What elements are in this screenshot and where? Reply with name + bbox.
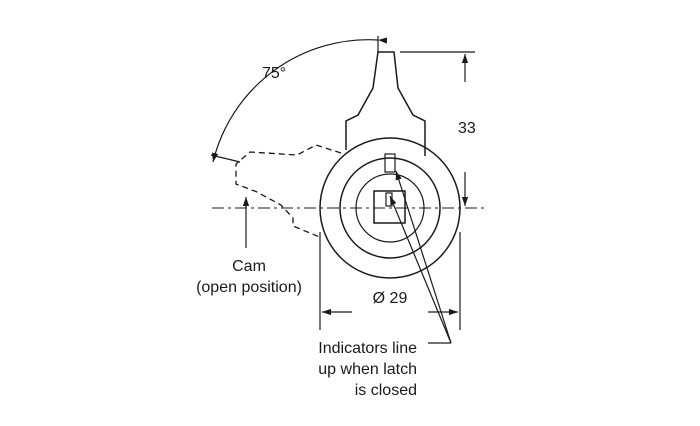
plug-circle (355, 173, 425, 243)
indicator-leader-notch (395, 170, 452, 344)
housing-outer-circle (319, 137, 461, 279)
key-slot (373, 190, 406, 224)
cam-open-outline (235, 144, 342, 239)
height-label: 33 (458, 120, 476, 137)
indicator-label-line2: up when latch (318, 361, 417, 378)
open-cam-extension-line (210, 154, 241, 163)
housing-indicator-notch (384, 153, 396, 173)
diameter-label: Ø 29 (373, 290, 408, 307)
angle-label: 75° (262, 65, 286, 82)
cam-label: Cam (232, 258, 266, 275)
indicator-label-line3: is closed (355, 382, 417, 399)
cam-position-label: (open position) (196, 279, 302, 296)
cam-closed-outline (345, 51, 426, 156)
indicator-label-line1: Indicators line (318, 340, 417, 357)
indicator-leader-slot (389, 195, 452, 344)
housing-inner-circle (339, 157, 441, 259)
angle-arc (212, 37, 388, 163)
